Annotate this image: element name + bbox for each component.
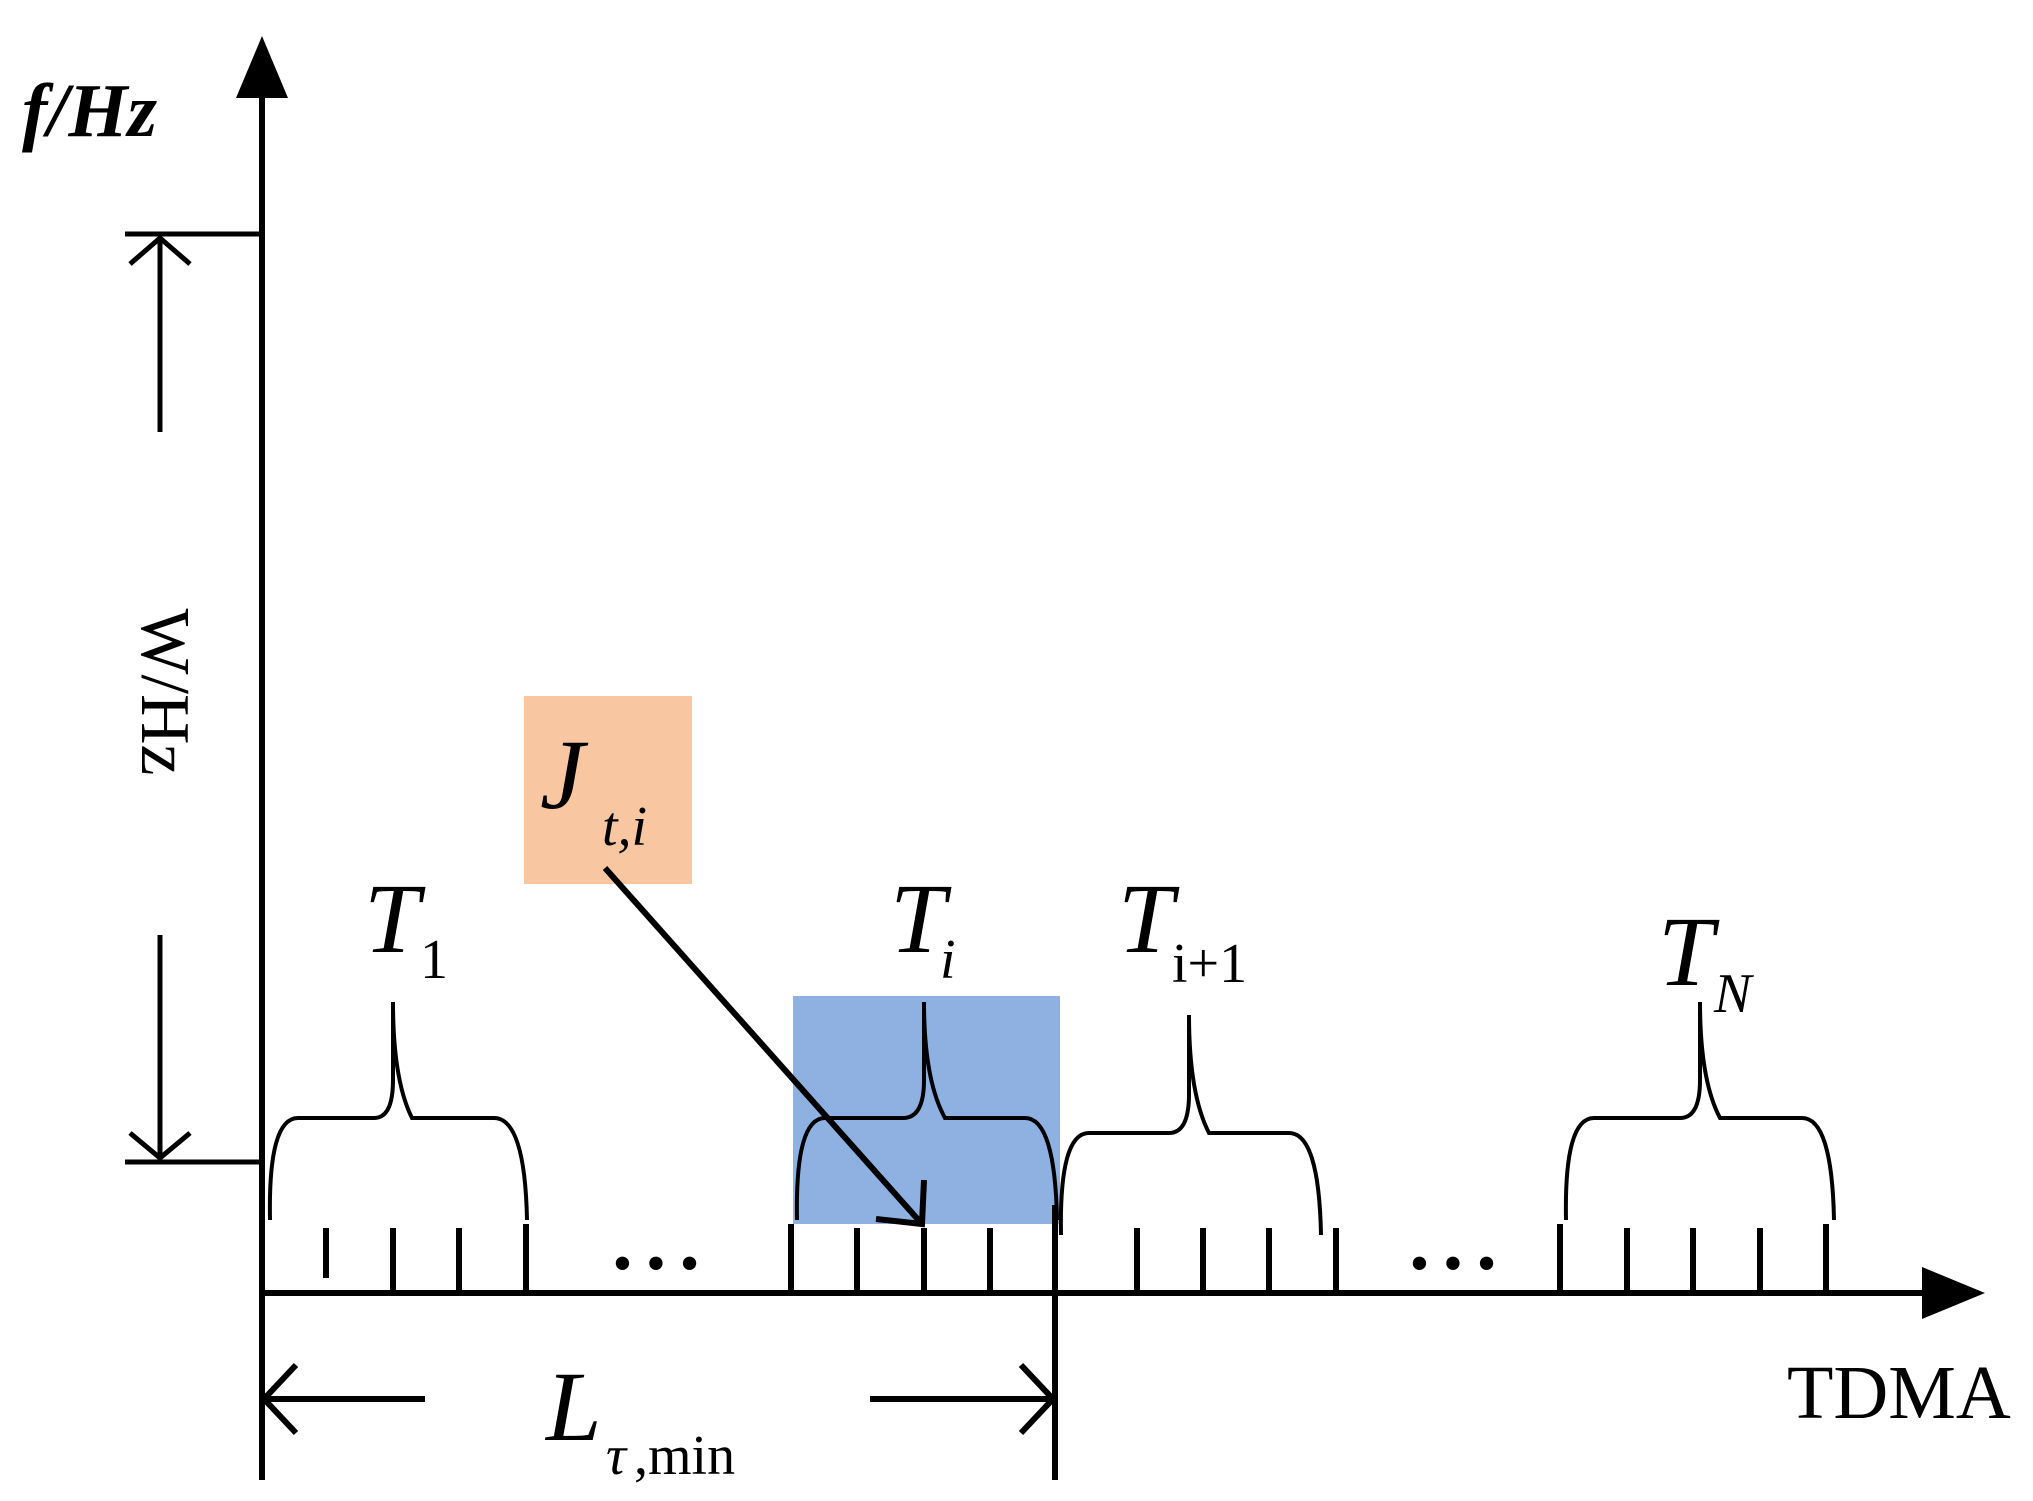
jammer-subscript: t,i [602, 796, 647, 858]
jammer-box [524, 696, 692, 884]
y-axis-label: f/Hz [22, 69, 158, 153]
frame-brace-i [794, 1001, 1059, 1221]
ellipsis-2: • • • [1410, 1233, 1497, 1295]
ellipsis-1: • • • [613, 1233, 700, 1295]
bandwidth-arrowhead-down [128, 1131, 192, 1162]
duration-label: L [544, 1351, 602, 1462]
frame-brace-i-plus-1 [1058, 1014, 1323, 1236]
jamming-arrowhead [875, 1179, 927, 1228]
bandwidth-label: W/Hz [126, 608, 203, 775]
frame-label-i-plus-1: T [1118, 863, 1180, 974]
frame-subscript-1: 1 [420, 929, 448, 991]
x-axis-arrowhead [1922, 1267, 1985, 1319]
duration-arrowhead-right [1018, 1362, 1058, 1436]
duration-subscript-greek: τ [606, 1425, 628, 1487]
frame-subscript-i-plus-1: i+1 [1172, 933, 1247, 995]
jammer-label: J [540, 719, 589, 830]
frame-label-N: T [1658, 896, 1720, 1007]
frame-brace-1 [267, 1001, 529, 1221]
slot-ticks [323, 1224, 1829, 1290]
frame-braces [267, 1001, 1836, 1236]
duration-subscript-rest: ,min [634, 1425, 735, 1487]
frame-label-1: T [364, 863, 426, 974]
x-axis-label: TDMA [1787, 1351, 2011, 1435]
jamming-arrow [602, 866, 925, 1226]
duration-arrowhead-left [259, 1362, 299, 1436]
bandwidth-arrowhead-up [128, 234, 192, 266]
frame-subscript-N: N [1713, 963, 1754, 1025]
frame-subscript-i: i [940, 929, 956, 991]
frame-brace-N [1563, 1001, 1836, 1221]
frame-label-i: T [890, 863, 952, 974]
y-axis-arrowhead [236, 36, 288, 98]
